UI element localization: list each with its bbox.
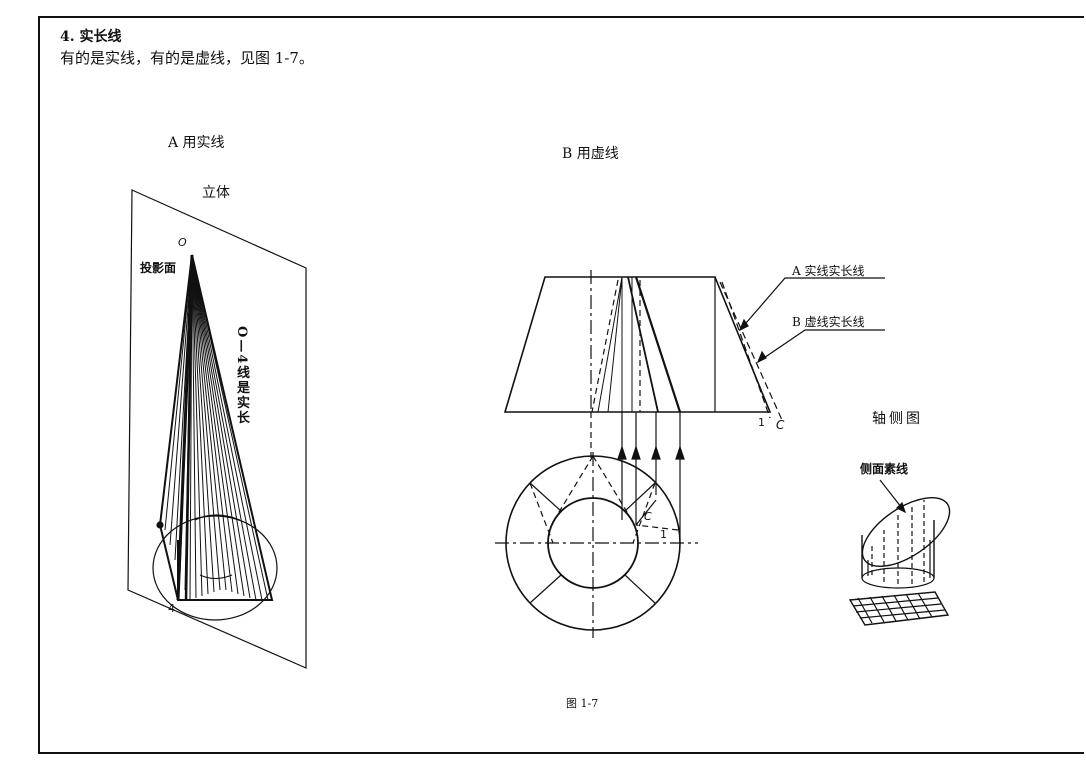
figure-caption: 图 1-7: [566, 697, 599, 710]
label-point-4: 4: [168, 602, 175, 615]
panel-a-title: A 用实线: [168, 135, 225, 151]
callout-solid-true-length: A 实线实长线: [792, 264, 865, 278]
label-c-plan: C: [644, 510, 652, 523]
label-c-front: C: [776, 418, 785, 432]
panel-iso-drawing: [848, 479, 951, 626]
callout-side-generator: 侧面素线: [860, 462, 909, 476]
section-intro: 有的是实线，有的是虚线，见图 1-7。: [60, 49, 314, 67]
label-projection-plane: 投影面: [140, 261, 177, 275]
frustum-outline: [503, 276, 772, 413]
panel-a-subtitle: 立体: [202, 185, 230, 201]
panel-b-front-view: [503, 270, 885, 421]
panel-a-solid: [127, 189, 307, 669]
edge-o-4: [176, 254, 194, 601]
label-1-front: 1: [758, 416, 765, 429]
label-apex-o: O: [178, 236, 187, 249]
projection-plane: [127, 189, 307, 669]
panel-b-projectors: [590, 412, 685, 540]
callout-dashed-true-length: B 虚线实长线: [792, 315, 865, 329]
panel-iso-title: 轴侧图: [872, 411, 923, 427]
panel-b-plan-view: [495, 452, 698, 638]
page-frame: [38, 16, 1084, 754]
section-heading: 4. 实长线: [60, 29, 122, 45]
note-o4-true-length: O—4线是实长: [234, 326, 249, 426]
label-1-plan: 1: [660, 528, 667, 541]
base-ellipse: [152, 515, 278, 621]
panel-b-title: B 用虚线: [562, 146, 619, 162]
cone-outline: [158, 254, 274, 601]
